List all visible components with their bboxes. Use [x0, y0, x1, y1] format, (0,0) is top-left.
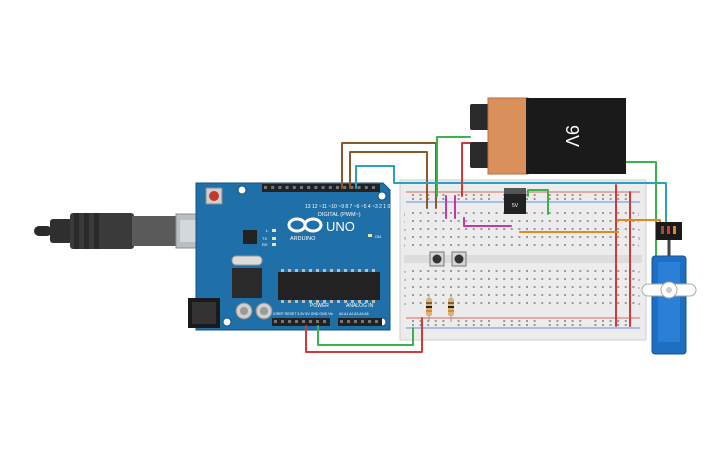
- wire-5v-red[interactable]: [305, 317, 423, 353]
- l-led-label: L: [266, 228, 269, 233]
- breadboard-row-letter: j: [403, 211, 405, 216]
- breadboard-row-letter: e: [638, 269, 641, 274]
- breadboard-row-letter: f: [404, 243, 406, 248]
- on-label: ON: [375, 234, 381, 239]
- wire-battery-red[interactable]: [461, 142, 471, 197]
- battery-voltage-label: 9V: [562, 125, 582, 147]
- breadboard-row-letter: a: [404, 301, 407, 306]
- servo-horn[interactable]: [641, 281, 697, 299]
- breadboard-row-letter: i: [404, 219, 405, 224]
- wire-gnd-green[interactable]: [317, 325, 414, 346]
- l-led: [272, 229, 276, 232]
- wire-battery-green[interactable]: [436, 136, 471, 197]
- digital-pin-labels: 13 12 ~11 ~10 ~9 8 7 ~6 ~5 4 ~3 2 1 0: [305, 204, 390, 210]
- breadboard-row-letter: e: [404, 269, 407, 274]
- arduino-infinity-logo: [287, 217, 323, 233]
- power-pin-header: [272, 318, 330, 326]
- breadboard-row-letter: g: [638, 235, 640, 240]
- 9v-battery-icon[interactable]: 9V: [470, 97, 626, 175]
- pushbutton-icon[interactable]: [429, 251, 467, 267]
- capacitors: [235, 302, 273, 320]
- breadboard-row-letter: f: [638, 243, 640, 248]
- power-label: POWER: [310, 303, 329, 309]
- breadboard-row-letter: g: [404, 235, 406, 240]
- analog-pin-header: [338, 318, 382, 326]
- breadboard-row-letter: b: [638, 293, 641, 298]
- wire-teal[interactable]: [355, 165, 667, 227]
- breadboard-row-letter: j: [637, 211, 639, 216]
- analog-label: ANALOG IN: [346, 303, 374, 309]
- digital-pin-header: [262, 184, 380, 192]
- power-pin-labels: IOREF RESET 3.3V 5V GND GND Vin: [273, 312, 333, 316]
- rx-label: RX: [262, 242, 268, 247]
- breadboard-row-letter: i: [638, 219, 639, 224]
- arduino-uno-board[interactable]: 13 12 ~11 ~10 ~9 8 7 ~6 ~5 4 ~3 2 1 0 DI…: [188, 182, 391, 331]
- breadboard-row-letter: h: [638, 227, 640, 232]
- model-label: UNO: [326, 219, 355, 234]
- analog-pin-labels: A0 A1 A2 A3 A4 A5: [339, 312, 369, 316]
- tx-led: [272, 237, 276, 240]
- breadboard-row-letter: d: [638, 277, 640, 282]
- atmega-microcontroller: [278, 269, 380, 303]
- breadboard-row-letter: c: [404, 285, 406, 290]
- crystal: [231, 255, 263, 266]
- usb-b-cable-icon[interactable]: [34, 213, 221, 249]
- wire-brown-2[interactable]: [349, 151, 428, 209]
- breadboard-row-letter: h: [404, 227, 406, 232]
- servo-motor-icon[interactable]: [641, 222, 697, 355]
- brand-label: ARDUINO: [290, 236, 316, 242]
- wire-magenta[interactable]: [463, 217, 512, 227]
- resistor-icon[interactable]: [426, 294, 454, 322]
- rx-led: [272, 243, 276, 246]
- breadboard-row-letter: c: [638, 285, 640, 290]
- usb-chip: [243, 230, 257, 244]
- breadboard-row-letter: a: [638, 301, 641, 306]
- voltage-regulator-chip: [232, 268, 262, 298]
- breadboard-row-letter: b: [404, 293, 407, 298]
- dc-power-jack[interactable]: [188, 298, 220, 328]
- voltage-regulator-icon[interactable]: 5V: [504, 188, 526, 214]
- breadboard-row-letter: d: [404, 277, 406, 282]
- on-led: [368, 234, 372, 237]
- reset-button[interactable]: [205, 187, 223, 205]
- wires: [305, 136, 677, 353]
- tx-label: TX: [262, 236, 267, 241]
- regulator-label: 5V: [512, 203, 519, 209]
- digital-header-label: DIGITAL (PWM~): [318, 212, 361, 218]
